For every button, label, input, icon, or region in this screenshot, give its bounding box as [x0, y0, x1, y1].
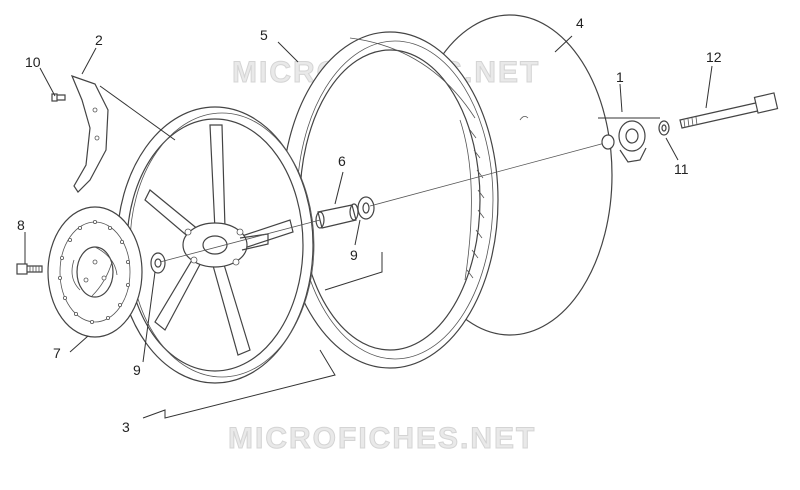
callout-5: 5 — [260, 27, 268, 43]
part-10-screw — [51, 93, 66, 102]
callout-1: 1 — [616, 69, 624, 85]
callout-3: 3 — [122, 419, 130, 435]
callout-2: 2 — [95, 32, 103, 48]
part-2-cover — [70, 74, 109, 193]
callout-6: 6 — [338, 153, 346, 169]
part-9-bearing-right — [357, 196, 375, 220]
callout-9-right: 9 — [350, 247, 358, 263]
callout-10: 10 — [25, 54, 41, 70]
callout-12: 12 — [706, 49, 722, 65]
part-9-bearing-left — [150, 252, 166, 274]
callout-11: 11 — [674, 161, 689, 177]
callout-8: 8 — [17, 217, 25, 233]
leader-lines — [24, 35, 713, 419]
part-11-washer — [658, 120, 670, 136]
watermark-bottom: MICROFICHES.NET — [228, 422, 536, 455]
callout-7: 7 — [53, 345, 61, 361]
callout-4: 4 — [576, 15, 584, 31]
part-7-brake-disc — [47, 206, 143, 338]
part-5-tyre — [281, 31, 499, 369]
callout-9-left: 9 — [133, 362, 141, 378]
part-3-wheel-rim — [116, 106, 315, 384]
part-12-axle — [679, 92, 779, 129]
part-8-disc-bolt — [16, 263, 43, 275]
part-1-speedo-drive — [601, 120, 647, 163]
